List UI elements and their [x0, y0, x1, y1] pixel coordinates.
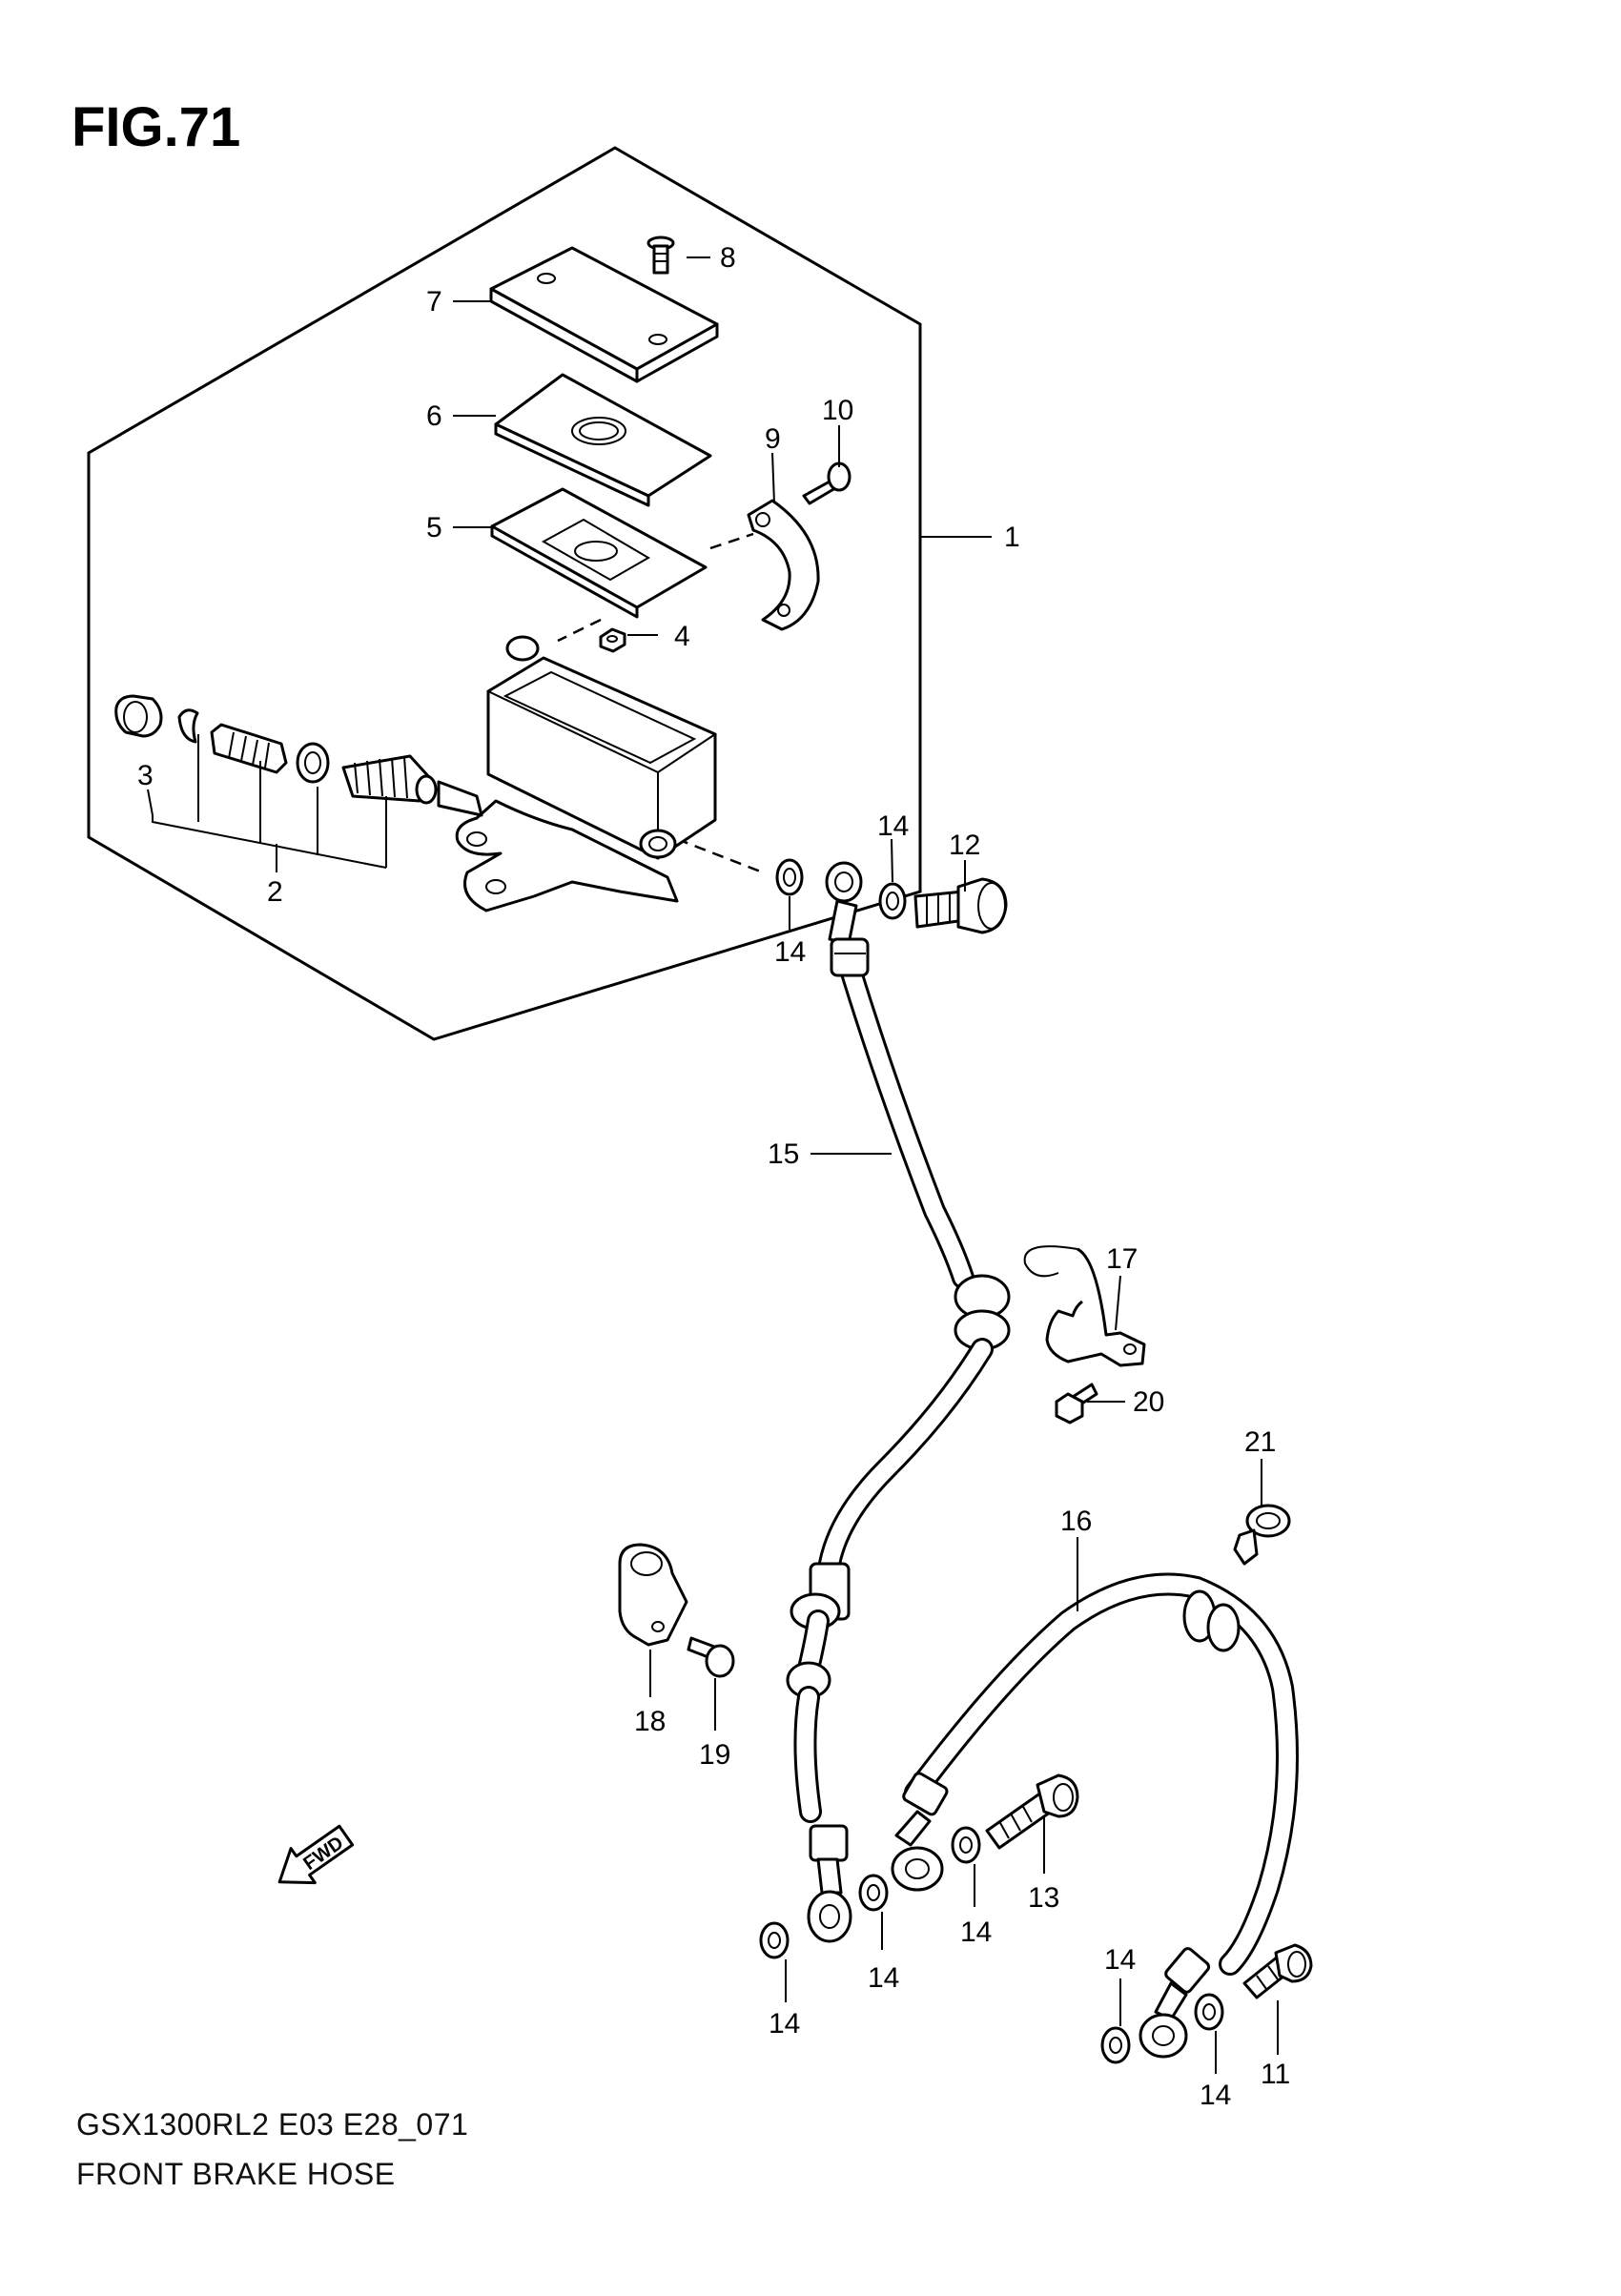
part-bolt-19 — [687, 1636, 735, 1678]
callout-19: 19 — [699, 1739, 730, 1771]
part-hose-16 — [891, 1572, 1299, 2059]
part-master-cylinder-body — [437, 635, 718, 912]
part-nut-4 — [599, 627, 626, 653]
callout-12: 12 — [949, 830, 980, 861]
part-diaphragm-5 — [490, 487, 708, 619]
part-screw-8 — [646, 236, 675, 275]
part-cover-7 — [489, 246, 719, 383]
part-clamp-18 — [618, 1543, 688, 1647]
part-washer-14-lower — [759, 1826, 1224, 2064]
callout-16: 16 — [1060, 1506, 1092, 1537]
callout-15: 15 — [768, 1138, 799, 1170]
callout-14-d: 14 — [868, 1962, 899, 1994]
part-banjo-bolt-12 — [913, 877, 1008, 934]
part-clamp-17 — [1023, 1245, 1146, 1367]
callout-5: 5 — [426, 512, 442, 543]
callout-1: 1 — [1004, 522, 1020, 553]
leader-lines — [147, 256, 992, 872]
callout-14-g: 14 — [1200, 2080, 1231, 2111]
part-plate-6 — [494, 373, 712, 507]
callout-13: 13 — [1028, 1882, 1059, 1914]
part-banjo-bolt-13 — [985, 1773, 1079, 1850]
callout-14-f: 14 — [1104, 1944, 1136, 1976]
callout-14-a: 14 — [877, 810, 909, 842]
callout-14-c: 14 — [960, 1917, 992, 1948]
leader-lines-lower — [649, 838, 1279, 2074]
callout-14-e: 14 — [769, 2008, 800, 2040]
part-hose-15 — [786, 861, 1011, 1943]
figure-title: FIG.71 — [72, 96, 241, 158]
callout-18: 18 — [634, 1706, 666, 1737]
callout-20: 20 — [1133, 1386, 1164, 1418]
callout-11: 11 — [1261, 2059, 1290, 2090]
part-bolt-11 — [1242, 1943, 1313, 1999]
part-clamp-9 — [747, 499, 820, 631]
fwd-arrow-icon: FWD — [277, 1824, 355, 1885]
assembly-boundary — [87, 146, 922, 1041]
model-code: GSX1300RL2 E03 E28_071 — [76, 2107, 469, 2142]
callout-labels: 7 6 5 8 9 10 4 1 3 2 14 12 14 15 17 20 2… — [137, 242, 1290, 2111]
callout-14-b: 14 — [774, 936, 806, 968]
callout-7: 7 — [426, 286, 442, 318]
assembly-line — [557, 618, 602, 643]
part-bolt-10 — [802, 461, 852, 505]
callout-10: 10 — [822, 395, 853, 426]
callout-8: 8 — [720, 242, 736, 274]
callout-9: 9 — [765, 423, 781, 455]
callout-17: 17 — [1106, 1243, 1138, 1275]
figure-name: FRONT BRAKE HOSE — [76, 2157, 396, 2191]
callout-3: 3 — [137, 760, 154, 791]
callout-2: 2 — [267, 876, 283, 908]
callout-4: 4 — [674, 621, 690, 652]
part-washer-14-top — [775, 858, 907, 920]
callout-6: 6 — [426, 400, 442, 432]
assembly-line — [676, 837, 764, 874]
part-clip-21 — [1233, 1504, 1291, 1566]
part-bolt-20 — [1055, 1383, 1098, 1425]
callout-21: 21 — [1244, 1426, 1276, 1458]
assembly-line — [709, 532, 754, 550]
part-piston-kit-2 — [114, 694, 438, 805]
